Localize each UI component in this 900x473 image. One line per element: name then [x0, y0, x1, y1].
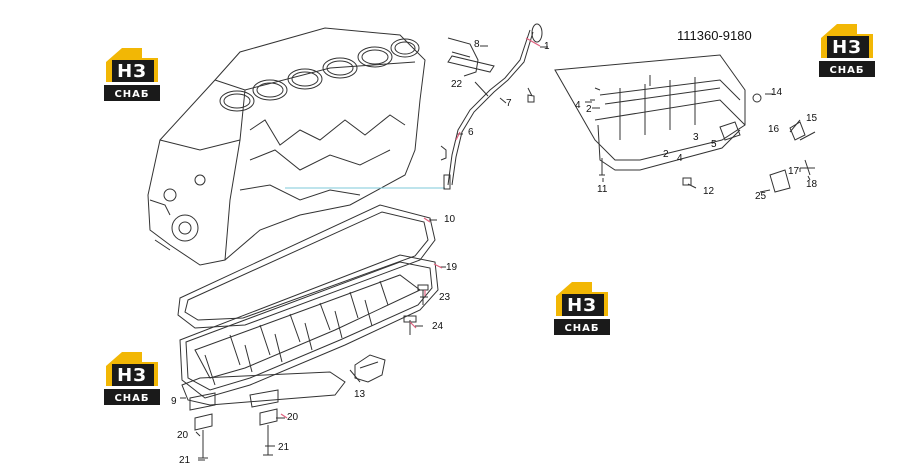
callout-2: 2 — [586, 104, 592, 115]
callout-6: 6 — [468, 127, 474, 138]
callout-23: 23 — [439, 292, 451, 303]
callout-20: 20 — [287, 412, 299, 423]
callout-20: 20 — [177, 430, 189, 441]
watermark-logo: НЗ СНАБ — [102, 348, 162, 406]
callout-15: 15 — [806, 113, 818, 124]
callout-13: 13 — [354, 389, 366, 400]
callout-9: 9 — [171, 396, 177, 407]
callout-19: 19 — [446, 262, 458, 273]
oil-pan-inset — [554, 54, 816, 193]
callout-4: 4 — [575, 100, 581, 111]
watermark-logo: НЗ СНАБ — [817, 20, 877, 78]
callout-2: 2 — [663, 149, 669, 160]
callout-10: 10 — [444, 214, 456, 225]
callout-21: 21 — [179, 455, 191, 466]
watermark-logo: НЗ СНАБ — [102, 44, 162, 102]
logo-small-text: СНАБ — [564, 323, 600, 334]
logo-house-icon — [104, 48, 160, 101]
callout-24: 24 — [432, 321, 444, 332]
logo-house-icon — [554, 282, 610, 335]
logo-house-icon — [819, 24, 875, 77]
logo-small-text: СНАБ — [114, 393, 150, 404]
callout-3: 3 — [693, 132, 699, 143]
watermark-logo: НЗ СНАБ — [552, 278, 612, 336]
logo-big-text: НЗ — [117, 61, 147, 82]
logo-house-icon — [104, 352, 160, 405]
logo-big-text: НЗ — [567, 295, 597, 316]
logo-small-text: СНАБ — [114, 89, 150, 100]
callout-11: 11 — [597, 184, 608, 195]
callout-22: 22 — [451, 79, 463, 90]
dipstick — [440, 23, 543, 190]
oil-pan-main — [179, 254, 439, 399]
engine-block — [147, 27, 426, 266]
logo-big-text: НЗ — [117, 365, 147, 386]
callout-12: 12 — [703, 186, 715, 197]
callout-8: 8 — [474, 39, 480, 50]
callout-7: 7 — [506, 98, 512, 109]
callout-1: 1 — [544, 41, 550, 52]
callout-14: 14 — [771, 87, 783, 98]
logo-small-text: СНАБ — [829, 65, 865, 76]
callout-18: 18 — [806, 179, 818, 190]
callout-25: 25 — [755, 191, 767, 202]
callout-17: 17 — [788, 166, 800, 177]
callout-16: 16 — [768, 124, 780, 135]
callout-21: 21 — [278, 442, 290, 453]
callout-4: 4 — [677, 153, 683, 164]
gasket — [177, 204, 436, 329]
logo-big-text: НЗ — [832, 37, 862, 58]
callout-5: 5 — [711, 139, 717, 150]
part-number: 111360-9180 — [677, 28, 752, 43]
